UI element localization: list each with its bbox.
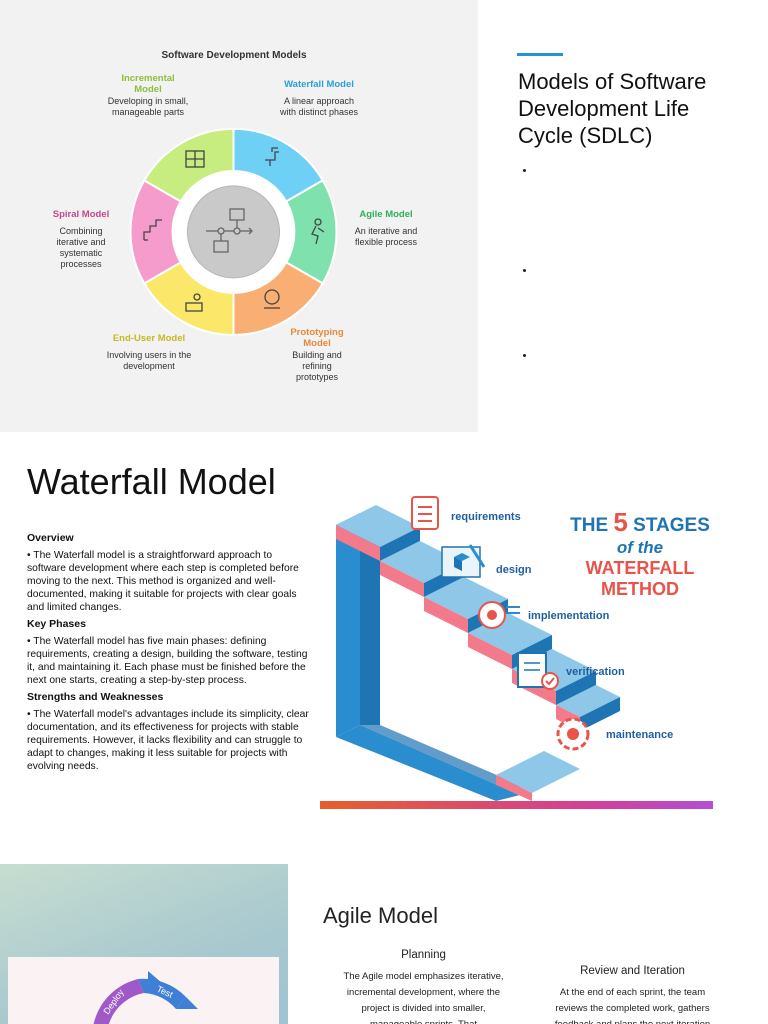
stage-label-design: design xyxy=(496,564,532,576)
model-title-prototyping: Prototyping Model xyxy=(283,327,351,349)
agile-cycle-card: Deploy Test xyxy=(8,957,279,1024)
slide2-title: Waterfall Model xyxy=(27,460,276,504)
model-desc-end-user: Involving users in the development xyxy=(104,350,194,372)
column-heading-review: Review and Iteration xyxy=(545,965,720,977)
section-heading-key-phases: Key Phases xyxy=(27,618,309,631)
model-desc-incremental: Developing in small, manageable parts xyxy=(103,96,193,118)
clipboard-icon xyxy=(412,497,438,529)
section-text-overview: • The Waterfall model is a straightforwa… xyxy=(27,549,309,614)
model-desc-agile: An iterative and flexible process xyxy=(348,226,424,248)
headline-waterfall: WATERFALL xyxy=(586,558,695,578)
gradient-bar xyxy=(320,801,713,809)
model-title-agile: Agile Model xyxy=(350,209,422,220)
waterfall-stages-image: THE 5 STAGES of the WATERFALL METHOD req… xyxy=(320,485,713,801)
section-text-key-phases: • The Waterfall model has five main phas… xyxy=(27,635,309,687)
stage-label-requirements: requirements xyxy=(451,511,521,523)
section-heading-strengths: Strengths and Weaknesses xyxy=(27,691,309,704)
model-desc-prototyping: Building and refining prototypes xyxy=(283,350,351,383)
stage-label-maintenance: maintenance xyxy=(606,729,673,741)
model-title-spiral: Spiral Model xyxy=(44,209,118,220)
waterfall-text-body: Overview • The Waterfall model is a stra… xyxy=(27,532,309,777)
headline-the: THE xyxy=(570,515,613,536)
headline-of-the: of the xyxy=(617,538,663,557)
sdlc-diagram-panel: Software Development Models xyxy=(0,0,478,432)
blueprint-icon xyxy=(442,545,484,577)
slide3-title: Agile Model xyxy=(323,902,438,930)
column-heading-planning: Planning xyxy=(336,949,511,961)
headline-number: 5 xyxy=(613,507,627,537)
column-text-review: At the end of each sprint, the team revi… xyxy=(545,985,720,1024)
model-title-waterfall: Waterfall Model xyxy=(276,79,362,90)
bullet-dot xyxy=(523,354,526,357)
section-text-strengths: • The Waterfall model's advantages inclu… xyxy=(27,708,309,773)
model-title-incremental: Incremental Model xyxy=(108,73,188,95)
model-title-end-user: End-User Model xyxy=(104,333,194,344)
model-desc-spiral: Combining iterative and systematic proce… xyxy=(44,226,118,270)
headline-method: METHOD xyxy=(601,579,679,599)
bullet-dot xyxy=(523,169,526,172)
model-desc-waterfall: A linear approach with distinct phases xyxy=(276,96,362,118)
headline-stages: STAGES xyxy=(628,515,710,536)
svg-text:THE 5 STAGES: THE 5 STAGES xyxy=(570,507,710,537)
section-heading-overview: Overview xyxy=(27,532,309,545)
accent-line xyxy=(517,53,563,56)
slide1-title: Models of Software Development Life Cycl… xyxy=(518,68,748,149)
stage-label-verification: verification xyxy=(566,666,625,678)
gear-icon xyxy=(558,719,588,749)
column-text-planning: The Agile model emphasizes iterative, in… xyxy=(336,969,511,1024)
bullet-dot xyxy=(523,269,526,272)
stage-label-implementation: implementation xyxy=(528,610,610,622)
